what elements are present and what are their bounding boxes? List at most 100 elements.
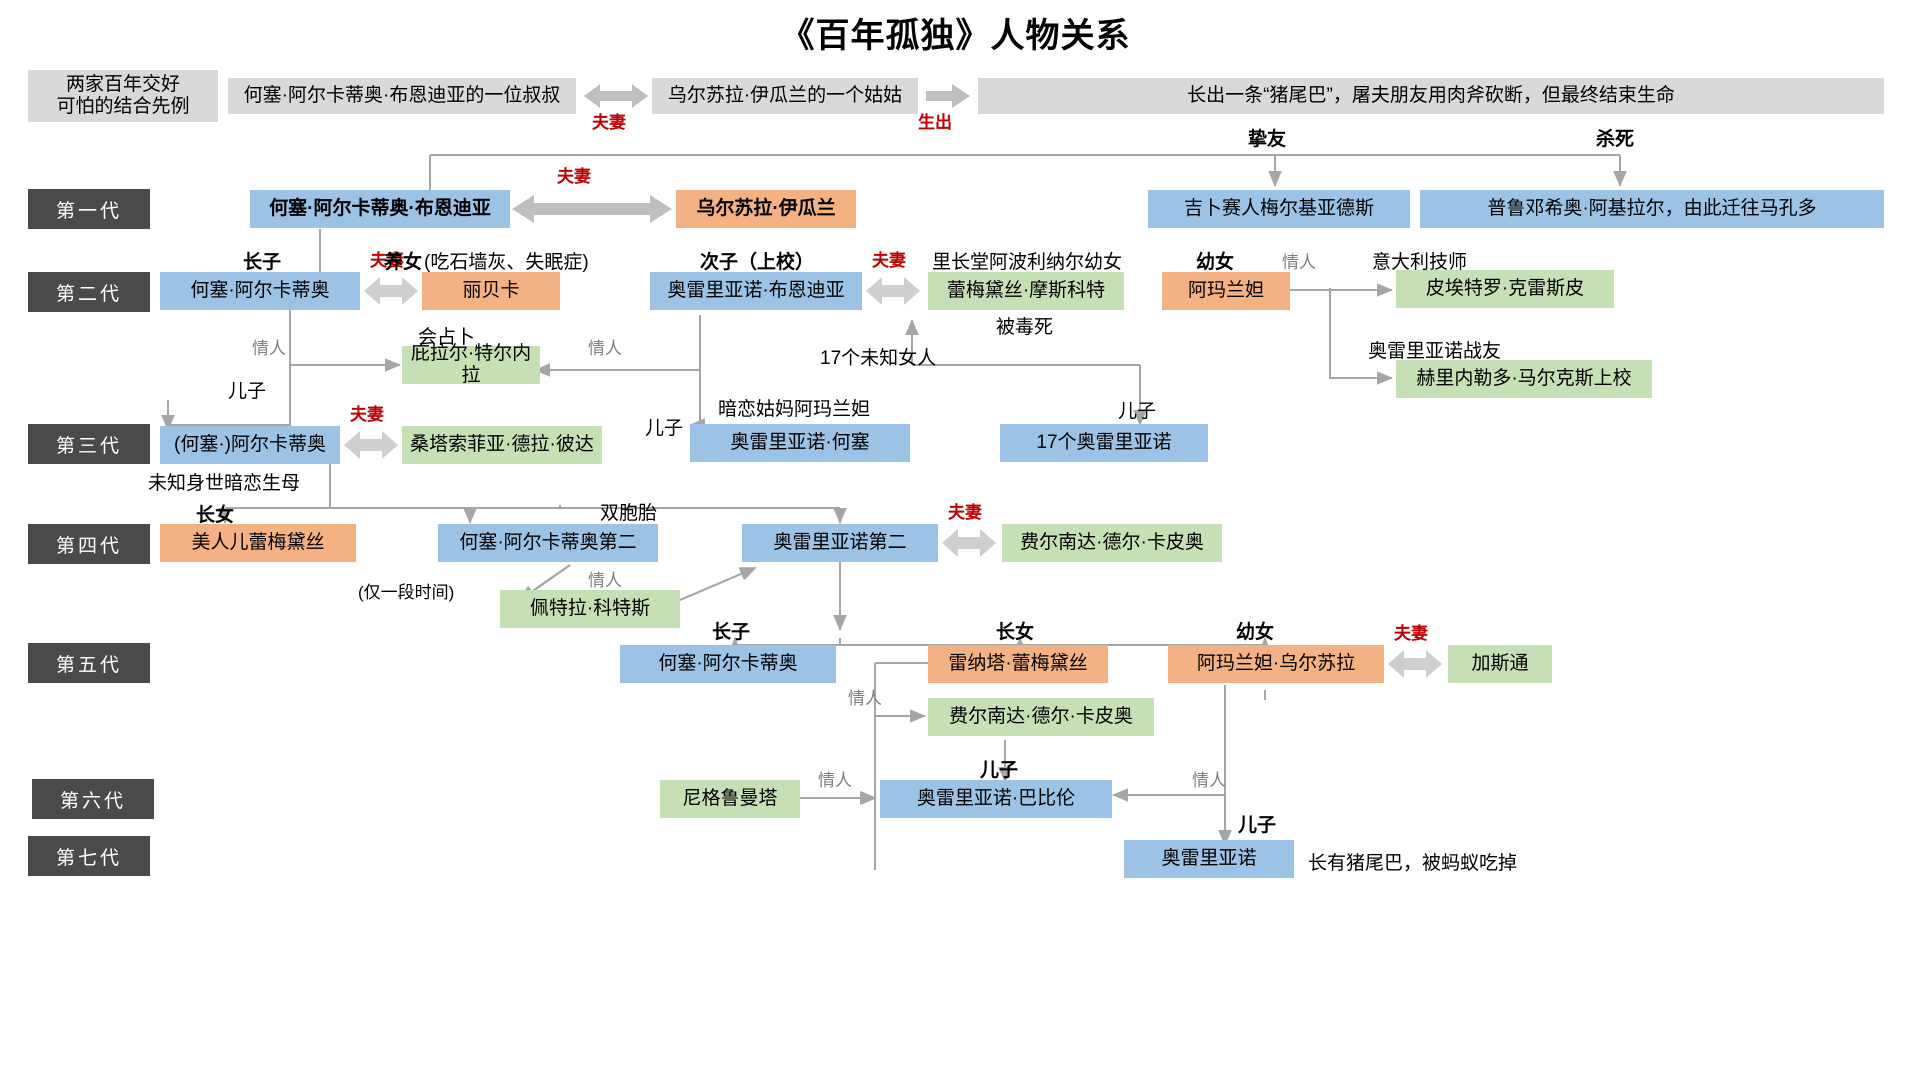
relation-label-spouse-gen2-left: 夫妻 [370, 251, 404, 270]
caption-eldest-daughter-gen4: 长女 [196, 505, 235, 526]
generation-label: 第三代 [55, 435, 122, 457]
caption-poisoned: 被毒死 [996, 317, 1054, 338]
generation-chip-4: 第四代 [28, 524, 150, 564]
relation-label-spouse-gen3: 夫妻 [350, 405, 384, 424]
relation-label-son-aureliano-jose: 儿子 [645, 418, 684, 439]
generation-chip-6: 第六代 [32, 779, 154, 819]
caption-second-son: 次子（上校） [700, 252, 815, 273]
generation-chip-3: 第三代 [28, 424, 150, 464]
node-gaston: 加斯通 [1448, 645, 1552, 683]
relation-label-lover-gen5: 情人 [848, 689, 882, 708]
caption-youngest-daughter-gen2: 幼女 [1196, 252, 1235, 273]
caption-unknown-origin: 未知身世暗恋生母 [148, 473, 301, 494]
caption-twins: 双胞胎 [600, 503, 658, 524]
prologue-note-line-2: 可怕的结合先例 [56, 96, 190, 117]
relation-label-spouse-gen1: 夫妻 [557, 167, 591, 186]
node-renata-remedios: 雷纳塔·蕾梅黛丝 [928, 645, 1108, 683]
node-seventeen-aurelianos: 17个奥雷里亚诺 [1000, 424, 1208, 462]
relation-label-best-friend: 挚友 [1248, 129, 1287, 150]
prologue-aunt-box: 乌尔苏拉·伊瓜兰的一个姑姑 [652, 78, 918, 114]
node-amaranta-ursula: 阿玛兰妲·乌尔苏拉 [1168, 645, 1384, 683]
prologue-note-line-1: 两家百年交好 [65, 74, 180, 96]
caption-pigtail-note: 长有猪尾巴，被蚂蚁吃掉 [1308, 853, 1518, 874]
node-jose-arcadio-buendia: 何塞·阿尔卡蒂奥·布恩迪亚 [250, 190, 510, 228]
caption-seventeen-women: 17个未知女人 [820, 348, 937, 369]
spouse-arrow-gen4 [942, 526, 996, 560]
prologue-note-box: 两家百年交好 可怕的结合先例 [28, 70, 218, 122]
relation-label-spouse: 夫妻 [592, 113, 626, 132]
caption-only-a-while: (仅一段时间) [358, 583, 455, 602]
birth-arrow-prologue [926, 84, 970, 108]
relation-label-spouse-gen4: 夫妻 [948, 503, 982, 522]
node-aureliano-segundo: 奥雷里亚诺第二 [742, 524, 938, 562]
caption-eldest-son-gen5: 长子 [712, 622, 751, 643]
spouse-arrow-gen2-right [866, 274, 920, 308]
prologue-uncle-box: 何塞·阿尔卡蒂奥·布恩迪亚的一位叔叔 [228, 78, 576, 114]
node-aureliano-babilonia: 奥雷里亚诺·巴比伦 [880, 780, 1112, 818]
node-remedios-moscote: 蕾梅黛丝·摩斯科特 [928, 272, 1124, 310]
relation-label-lover-petra: 情人 [588, 571, 622, 590]
caption-adopted-daughter: 养女 [384, 252, 423, 273]
node-melquiades: 吉卜赛人梅尔基亚德斯 [1148, 190, 1410, 228]
node-aureliano-last: 奥雷里亚诺 [1124, 840, 1294, 878]
relation-label-lover-nigromanta: 情人 [818, 771, 852, 790]
node-prudencio-aguilar: 普鲁邓希奥·阿基拉尔，由此迁往马孔多 [1420, 190, 1884, 228]
node-ursula-iguaran: 乌尔苏拉·伊瓜兰 [676, 190, 856, 228]
generation-label: 第一代 [55, 200, 122, 222]
generation-label: 第六代 [59, 790, 126, 812]
node-gerineldo-marquez: 赫里内勒多·马尔克斯上校 [1396, 360, 1652, 398]
caption-aureliano-comrade: 奥雷里亚诺战友 [1368, 341, 1502, 362]
node-rebeca: 丽贝卡 [422, 272, 560, 310]
spouse-arrow-gen5 [1388, 647, 1442, 681]
spouse-arrow-prologue [584, 80, 648, 112]
relation-label-spouse-gen5: 夫妻 [1394, 624, 1428, 643]
caption-mayor-daughter: 里长堂阿波利纳尔幼女 [932, 252, 1123, 273]
generation-label: 第五代 [55, 654, 122, 676]
caption-eldest-son-gen2: 长子 [243, 252, 282, 273]
node-remedios-the-beauty: 美人儿蕾梅黛丝 [160, 524, 356, 562]
caption-adopted-daughter-note: (吃石墙灰、失眠症) [424, 252, 589, 273]
relation-label-killed: 杀死 [1596, 129, 1635, 150]
generation-label: 第七代 [55, 847, 122, 869]
caption-secret-love-aunt: 暗恋姑妈阿玛兰妲 [718, 399, 871, 420]
generation-label: 第四代 [55, 535, 122, 557]
relation-label-lover-amaranta-ursula: 情人 [1192, 771, 1226, 790]
node-jose-arcadio: 何塞·阿尔卡蒂奥 [160, 272, 360, 310]
prologue-outcome-box: 长出一条“猪尾巴”，屠夫朋友用肉斧砍断，但最终结束生命 [978, 78, 1884, 114]
node-pilar-ternera: 庇拉尔·特尔内拉 [402, 343, 540, 386]
relation-label-son-gen7: 儿子 [1238, 815, 1277, 836]
generation-chip-2: 第二代 [28, 272, 150, 312]
node-arcadio: (何塞·)阿尔卡蒂奥 [160, 426, 340, 464]
relation-label-born: 生出 [918, 113, 952, 132]
generation-chip-5: 第五代 [28, 643, 150, 683]
node-petra-cotes: 佩特拉·科特斯 [500, 590, 680, 628]
caption-italian-technician: 意大利技师 [1372, 252, 1468, 273]
relation-label-son-arcadio: 儿子 [228, 381, 267, 402]
caption-fortune-teller: 会占卜 [418, 327, 476, 348]
spouse-arrow-gen3 [344, 428, 398, 462]
spouse-arrow-gen2-left [364, 274, 418, 308]
node-santa-sofia: 桑塔索菲亚·德拉·彼达 [402, 426, 602, 464]
node-pietro-crespi: 皮埃特罗·克雷斯皮 [1396, 270, 1614, 308]
generation-chip-1: 第一代 [28, 189, 150, 229]
node-jose-arcadio-segundo: 何塞·阿尔卡蒂奥第二 [438, 524, 658, 562]
node-aureliano-buendia: 奥雷里亚诺·布恩迪亚 [650, 272, 862, 310]
caption-youngest-daughter-gen5: 幼女 [1236, 622, 1275, 643]
generation-chip-7: 第七代 [28, 836, 150, 876]
node-amaranta: 阿玛兰妲 [1162, 272, 1290, 310]
relation-label-spouse-gen2-right: 夫妻 [872, 251, 906, 270]
relation-label-lover-amaranta: 情人 [1282, 253, 1316, 272]
page-title: 《百年孤独》人物关系 [780, 17, 1131, 55]
node-fernanda-del-carpio-2: 费尔南达·德尔·卡皮奥 [928, 698, 1154, 736]
relation-label-son-gen6: 儿子 [980, 760, 1019, 781]
node-jose-arcadio-5: 何塞·阿尔卡蒂奥 [620, 645, 836, 683]
generation-label: 第二代 [55, 283, 122, 305]
spouse-arrow-gen1 [512, 192, 672, 226]
node-aureliano-jose: 奥雷里亚诺·何塞 [690, 424, 910, 462]
relation-label-lover-jose-arcadio: 情人 [252, 339, 286, 358]
relation-label-lover-aureliano: 情人 [588, 339, 622, 358]
relation-label-son-seventeen: 儿子 [1118, 401, 1157, 422]
caption-eldest-daughter-gen5: 长女 [996, 622, 1035, 643]
node-fernanda-del-carpio: 费尔南达·德尔·卡皮奥 [1002, 524, 1222, 562]
